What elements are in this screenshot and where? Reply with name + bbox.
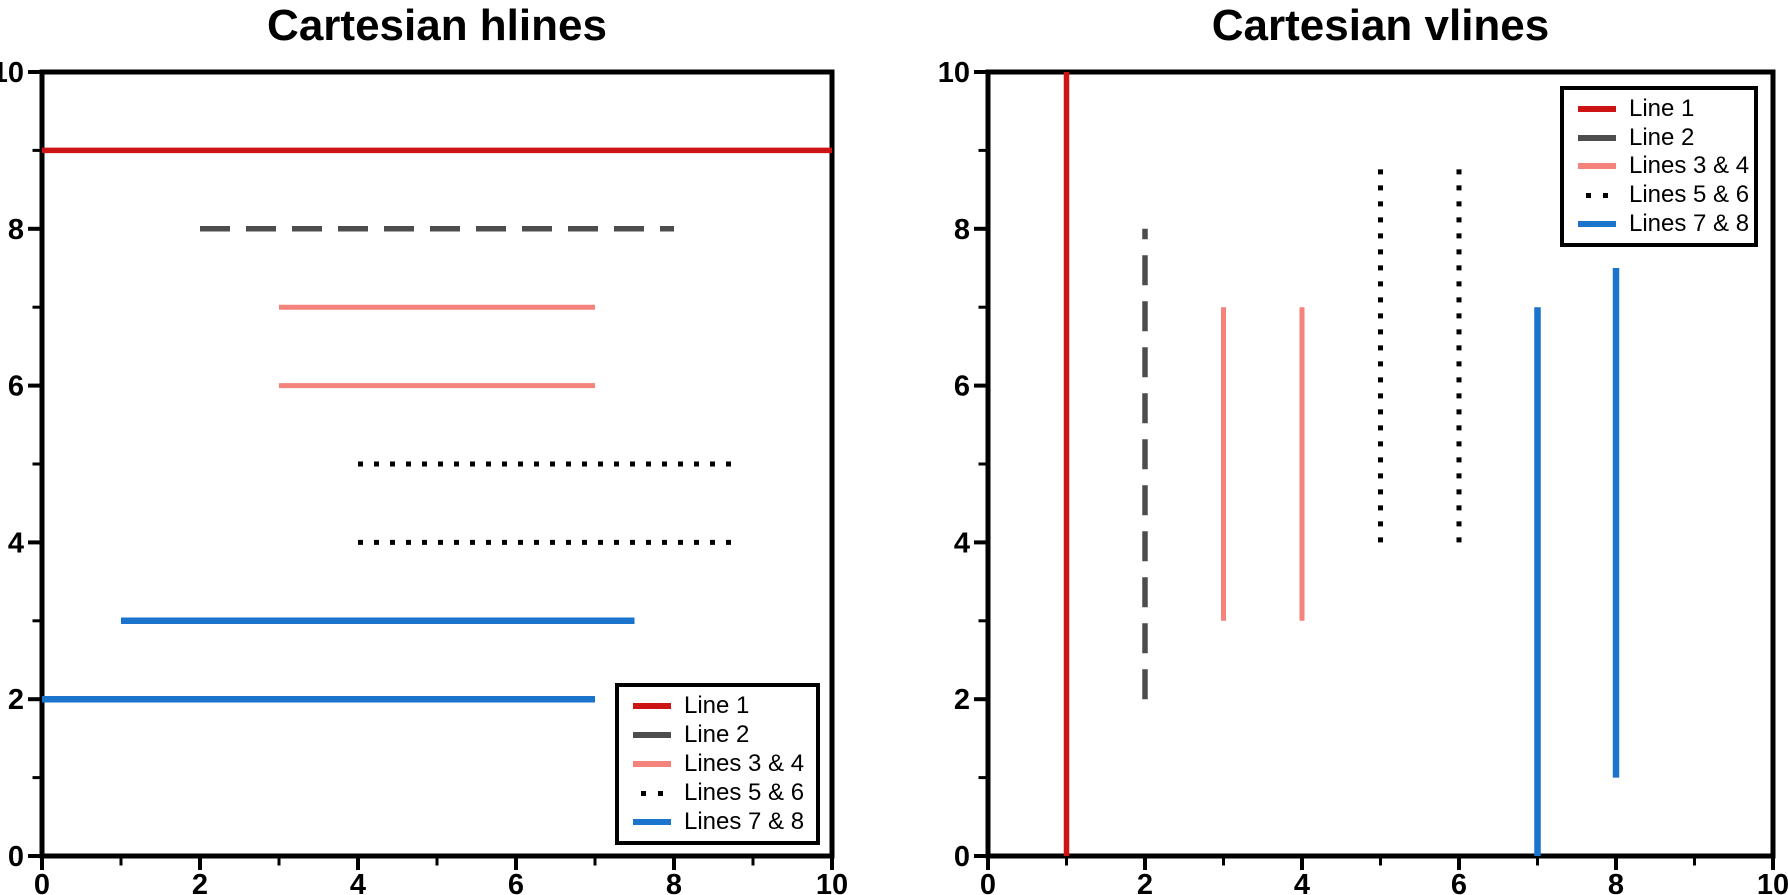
legend-label: Line 2 [684,721,750,748]
legend-row: Lines 5 & 6 [1578,181,1749,209]
legend-row: Line 2 [633,721,806,749]
vlines-plot-title: Cartesian vlines [1211,1,1550,50]
cartesian-vlines-y-tick-label: 2 [954,684,970,716]
cartesian-vlines-axes-frame [985,69,1776,859]
cartesian-vlines-y-tick-label: 10 [938,57,970,89]
cartesian-hlines-x-tick-label: 6 [508,869,524,895]
cartesian-hlines-axes-frame [39,69,835,859]
cartesian-hlines-y-tick-label: 0 [8,841,24,873]
legend-row: Lines 7 & 8 [1578,210,1749,238]
cartesian-vlines-y-tick-label: 8 [954,214,970,246]
legend-line-sample [1578,163,1616,170]
cartesian-vlines-x-tick-label: 10 [1757,869,1788,895]
legend-line-sample [1578,134,1616,141]
cartesian-vlines-x-tick-label: 6 [1451,869,1467,895]
legend-row: Lines 5 & 6 [633,779,806,807]
cartesian-hlines-x-tick-label: 2 [192,869,208,895]
legend-row: Line 2 [1578,124,1744,152]
legend-row: Lines 3 & 4 [1578,152,1749,180]
legend-dot [1586,192,1591,198]
cartesian-vlines-x-tick-label: 8 [1608,869,1624,895]
cartesian-vlines-x-tick-label: 2 [1137,869,1153,895]
legend-line-sample [633,703,671,709]
cartesian-vlines-y-tick-label: 0 [954,841,970,873]
legend-label: Lines 7 & 8 [1629,210,1750,238]
legend-swatch-dashed [633,732,671,738]
legend-label: Lines 5 & 6 [684,779,805,806]
cartesian-hlines-x-tick-label: 10 [816,869,848,895]
cartesian-hlines-x-tick-label: 8 [666,869,682,895]
legend-label: Line 1 [684,692,750,719]
legend-row: Line 1 [633,692,806,720]
legend-line-sample [1578,105,1616,112]
legend-swatch-solid [1578,163,1616,170]
legend-label: Lines 5 & 6 [1629,181,1750,209]
hlines-plot-title: Cartesian hlines [267,1,607,50]
legend-label: Lines 7 & 8 [684,808,805,835]
cartesian-hlines-y-tick-label: 4 [8,527,24,559]
legend-row: Line 1 [1578,95,1744,123]
cartesian-vlines-x-tick-label: 0 [980,869,996,895]
legend-label: Line 2 [1629,123,1695,151]
legend-row: Lines 7 & 8 [633,808,806,836]
legend-dot [658,790,663,796]
legend-dot [1603,192,1608,198]
legend-swatch-solid [633,819,671,825]
cartesian-hlines-y-tick-label: 2 [8,684,24,716]
cartesian-hlines-y-tick-label: 8 [8,214,24,246]
legend-swatch-dotted [1578,192,1616,198]
legend-line-sample [633,819,671,825]
legend-line-sample [633,732,671,738]
legend-dot [641,790,646,796]
legend-label: Lines 3 & 4 [1629,152,1750,180]
cartesian-hlines-y-tick-label: 6 [8,371,24,403]
legend-swatch-dashed [1578,134,1616,141]
legend-line-sample [633,761,671,767]
legend-swatch-solid [633,761,671,767]
legend-line-sample [1578,221,1616,228]
legend-label: Lines 3 & 4 [684,750,805,777]
legend-swatch-solid [633,703,671,709]
cartesian-hlines-y-tick-label: 10 [0,57,24,89]
legend-swatch-solid [1578,105,1616,112]
cartesian-vlines-y-tick-label: 4 [954,527,970,559]
cartesian-vlines-y-tick-label: 6 [954,371,970,403]
cartesian-hlines-x-tick-label: 4 [350,869,366,895]
legend-label: Line 1 [1629,94,1695,122]
legend-row: Lines 3 & 4 [633,750,806,778]
cartesian-hlines-x-tick-label: 0 [34,869,50,895]
cartesian-vlines-x-tick-label: 4 [1294,869,1310,895]
legend-swatch-solid [1578,221,1616,228]
legend-swatch-dotted [633,790,671,796]
